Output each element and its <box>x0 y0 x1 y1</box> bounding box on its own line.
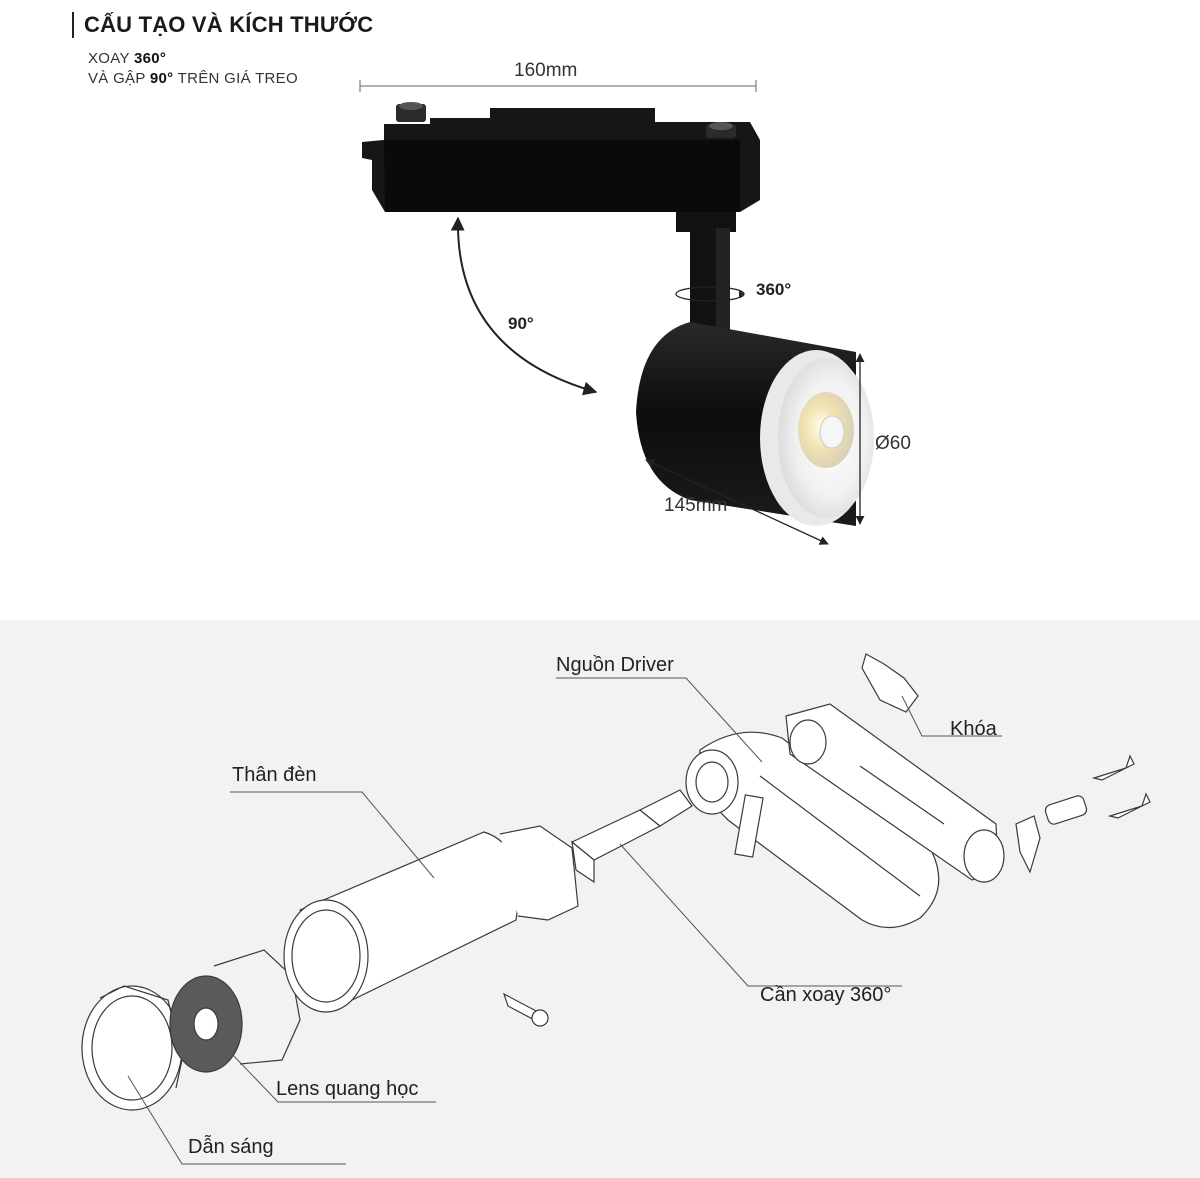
diameter-label: Ø60 <box>875 433 911 454</box>
track-adapter <box>362 102 760 232</box>
rotate-caption: XOAY 360° <box>88 50 167 67</box>
light-guide-part <box>81 985 183 1111</box>
lock-part <box>861 653 1088 874</box>
exploded-view-panel: Nguồn Driver Khóa Thân đèn Cần xoay 360°… <box>0 620 1200 1178</box>
optical-lens-label: Lens quang học <box>276 1078 419 1100</box>
clip-part <box>1091 754 1151 819</box>
light-guide-label: Dẫn sáng <box>188 1136 274 1158</box>
rotate-label: 360° <box>756 280 792 299</box>
width-label: 160mm <box>514 60 578 81</box>
fold-label: 90° <box>508 314 534 333</box>
fold-caption: VÀ GẬP 90° TRÊN GIÁ TREO <box>88 70 298 87</box>
lock-label: Khóa <box>950 718 997 740</box>
page-title: CẤU TẠO VÀ KÍCH THƯỚC <box>84 12 374 37</box>
driver-label: Nguồn Driver <box>556 654 674 676</box>
rotation-stem <box>675 228 745 338</box>
fold-arc <box>450 216 598 396</box>
title-accent-bar <box>72 12 74 38</box>
track-bracket-part <box>785 703 1005 883</box>
exploded-view-drawing <box>81 653 1151 1165</box>
screw-part <box>502 992 549 1027</box>
length-dimension-line <box>645 459 829 545</box>
lamp-body-part <box>283 825 579 1013</box>
leader-lines <box>127 677 1002 1165</box>
optical-lens-part <box>169 949 301 1073</box>
driver-housing-part <box>685 731 940 929</box>
length-label: 145mm <box>664 495 728 516</box>
width-dimension-line <box>359 80 757 92</box>
rotation-arm-part <box>570 789 693 884</box>
dimension-drawing <box>359 80 874 545</box>
lamp-body-label: Thân đèn <box>232 764 317 786</box>
rotation-arm-label: Cần xoay 360° <box>760 984 892 1006</box>
